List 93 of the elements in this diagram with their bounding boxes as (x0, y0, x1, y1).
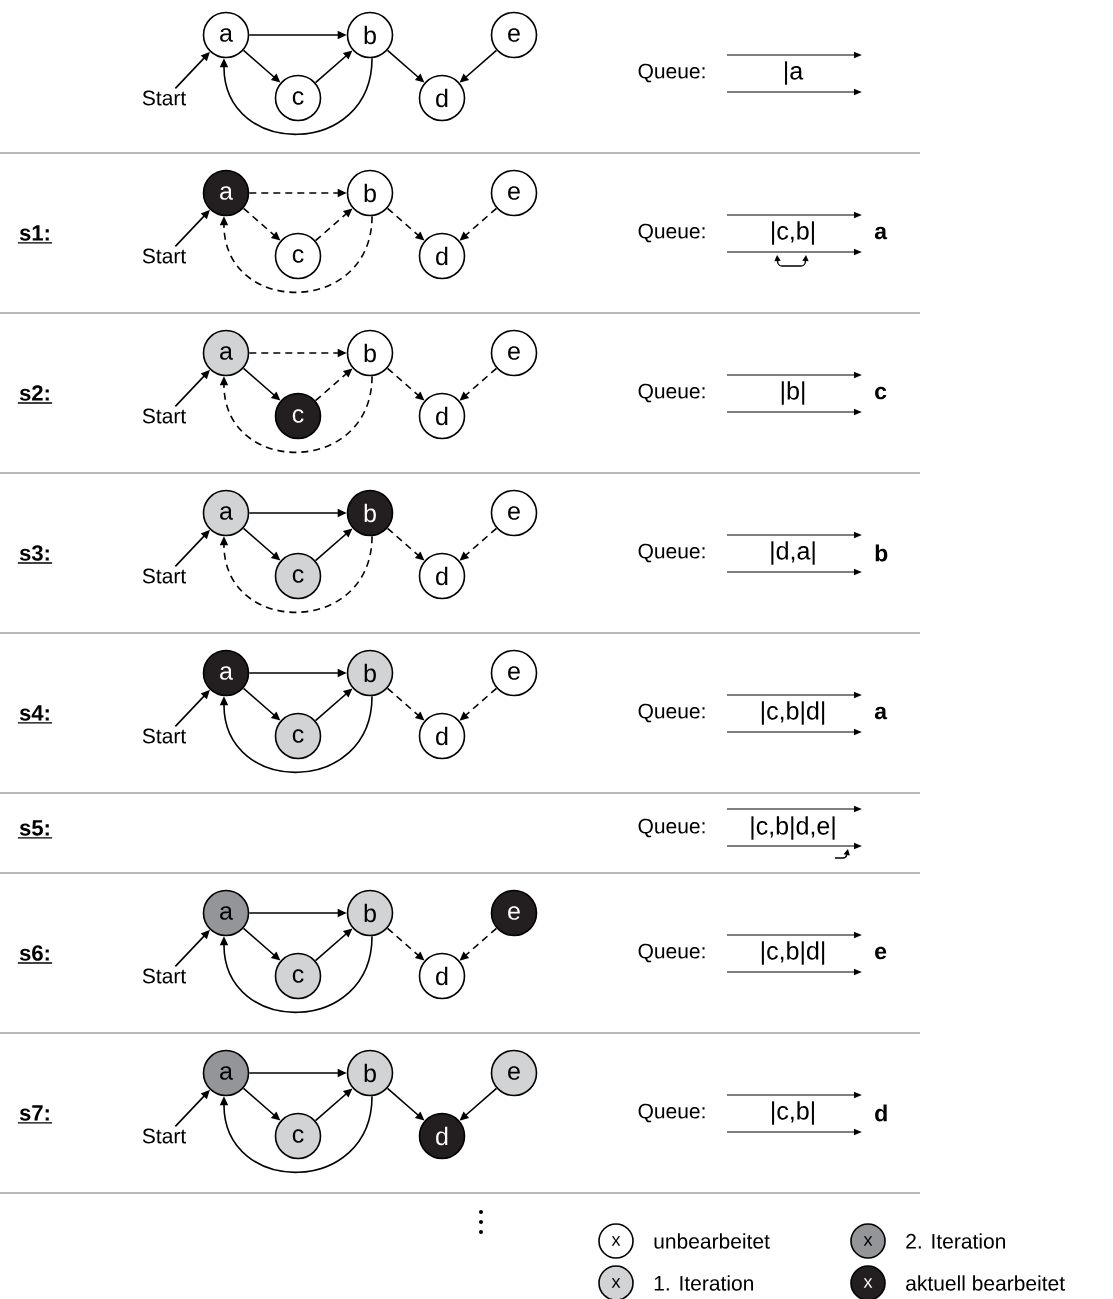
graph-node: c (274, 952, 322, 1000)
start-label: Start (142, 90, 186, 106)
graph-node: e (490, 649, 538, 697)
swatch-letter: x (863, 1278, 873, 1288)
legend-text: unbearbeitet (654, 1233, 770, 1249)
queue-label: Queue: (638, 1103, 705, 1123)
graph-node: d (418, 952, 466, 1000)
graph-node: b (346, 329, 394, 377)
graph-node: a (202, 329, 250, 377)
arrow (174, 1090, 210, 1128)
graph-node: c (274, 1112, 322, 1160)
swatch-letter: x (863, 1236, 873, 1246)
arrow (219, 1095, 373, 1174)
graph-node: c (274, 552, 322, 600)
graph-node: e (490, 11, 538, 59)
graph-node: e (490, 169, 538, 217)
queue-content: |b| (781, 381, 805, 405)
graph-node: c (274, 392, 322, 440)
graph-node: a (202, 489, 250, 537)
queue-label: Queue: (638, 223, 705, 243)
arrow (219, 535, 373, 614)
graph-node: e (490, 329, 538, 377)
arrow (219, 695, 373, 774)
arrow (174, 370, 210, 408)
graph-node: b (346, 169, 394, 217)
graph-node: b (346, 1049, 394, 1097)
swatch-letter: x (611, 1278, 621, 1288)
step-label: s2: (17, 385, 53, 404)
arrow (219, 935, 373, 1014)
arrow (174, 930, 210, 968)
graph-node: d (418, 1112, 466, 1160)
step-label: s3: (17, 545, 53, 564)
current-node-label: a (874, 706, 888, 720)
current-node-label: e (875, 946, 887, 960)
graph-node: c (274, 232, 322, 280)
queue-label: Queue: (638, 943, 705, 963)
queue-content: |c,b|d| (761, 701, 825, 725)
graph-node: c (274, 74, 322, 122)
start-label: Start (142, 728, 186, 744)
graph-node: d (418, 712, 466, 760)
start-label: Start (142, 408, 186, 424)
arrow (174, 52, 210, 90)
current-node-label: a (874, 226, 888, 240)
graph-node: d (418, 74, 466, 122)
swatch-letter: x (611, 1236, 621, 1246)
start-label: Start (142, 248, 186, 264)
step-label: s4: (17, 705, 53, 724)
queue-label: Queue: (638, 818, 705, 838)
queue-label: Queue: (638, 63, 705, 83)
queue-content: |c,b|d,e| (751, 816, 835, 840)
legend-text: 1. Iteration (654, 1275, 753, 1291)
step-label: s7: (17, 1105, 53, 1124)
graph-node: d (418, 232, 466, 280)
queue-label: Queue: (638, 383, 705, 403)
start-label: Start (142, 1128, 186, 1144)
graph-node: b (346, 889, 394, 937)
step-label: s6: (17, 945, 53, 964)
start-label: Start (142, 968, 186, 984)
graph-node: a (202, 649, 250, 697)
queue-label: Queue: (638, 703, 705, 723)
arrow (174, 530, 210, 568)
queue-content: |c,b| (772, 1101, 814, 1125)
graph-node: e (490, 489, 538, 537)
graph-node: a (202, 11, 250, 59)
current-node-label: c (875, 386, 887, 400)
graph-node: d (418, 392, 466, 440)
graph-node: e (490, 889, 538, 937)
graph-node: a (202, 1049, 250, 1097)
graph-node: b (346, 11, 394, 59)
legend-text: 2. Iteration (906, 1233, 1005, 1249)
graph-node: e (490, 1049, 538, 1097)
arrow (219, 215, 373, 294)
graph-node: b (346, 649, 394, 697)
queue-content: |c,b| (772, 221, 814, 245)
graph-node: c (274, 712, 322, 760)
graph-node: a (202, 889, 250, 937)
queue-content: |a (785, 61, 804, 85)
step-label: s1: (17, 225, 53, 244)
graph-node: a (202, 169, 250, 217)
graph-node: b (346, 489, 394, 537)
step-label: s5: (17, 820, 53, 839)
queue-label: Queue: (638, 543, 705, 563)
queue-content: |d,a| (771, 541, 815, 565)
start-label: Start (142, 568, 186, 584)
current-node-label: b (875, 544, 888, 562)
legend-text: aktuell bearbeitet (906, 1275, 1065, 1291)
arrow (174, 210, 210, 248)
queue-content: |c,b|d| (761, 941, 825, 965)
graph-node: d (418, 552, 466, 600)
arrow (219, 375, 373, 454)
current-node-label: d (875, 1104, 887, 1122)
arrow (219, 57, 373, 136)
arrow (174, 690, 210, 728)
